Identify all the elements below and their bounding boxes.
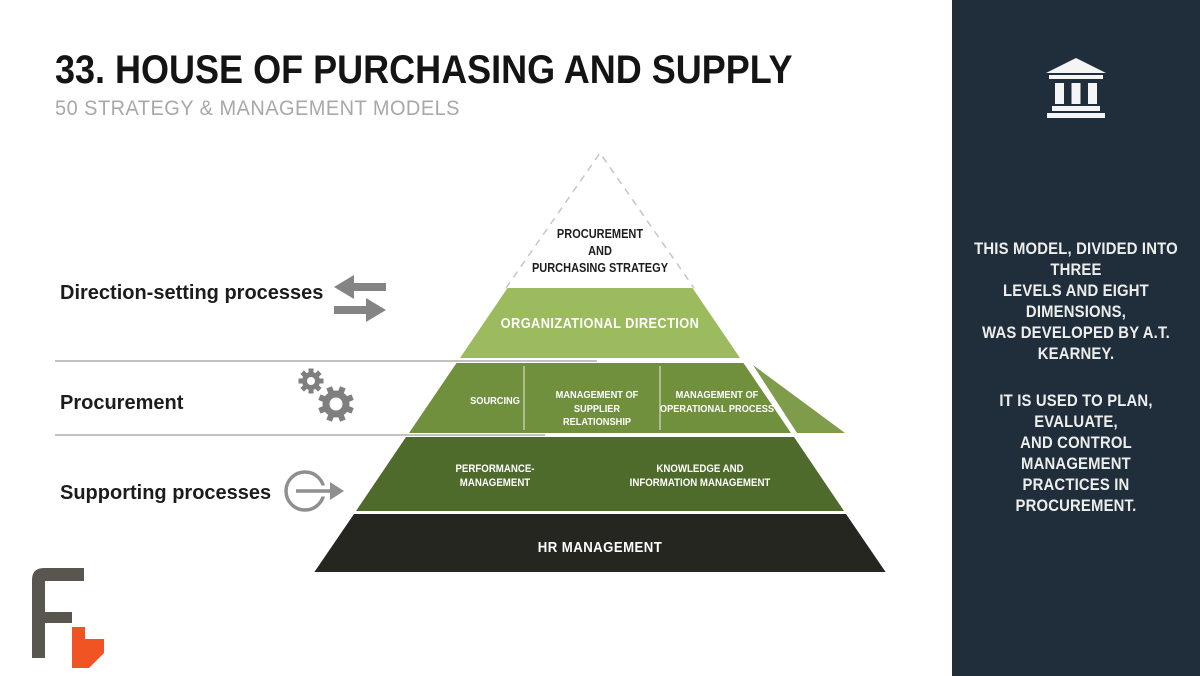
level3-cell-knowledge: KNOWLEDGE AND INFORMATION MANAGEMENT bbox=[629, 463, 771, 490]
level2-cell-supplier: MANAGEMENT OF SUPPLIER RELATIONSHIP bbox=[555, 389, 639, 429]
page-title: 33. HOUSE OF PURCHASING AND SUPPLY bbox=[55, 48, 793, 92]
swap-arrows-icon bbox=[334, 275, 386, 322]
pyramid-level-1 bbox=[460, 288, 740, 358]
label-direction-setting: Direction-setting processes bbox=[60, 282, 324, 304]
level2-cell-sourcing: SOURCING bbox=[470, 395, 520, 407]
sidebar: THIS MODEL, DIVIDED INTO THREE LEVELS AN… bbox=[952, 0, 1200, 676]
pyramid-diagram bbox=[32, 151, 886, 668]
level1-label: ORGANIZATIONAL DIRECTION bbox=[500, 316, 700, 332]
arrow-out-icon bbox=[284, 470, 344, 512]
sidebar-paragraph-1: THIS MODEL, DIVIDED INTO THREE LEVELS AN… bbox=[974, 239, 1178, 364]
label-procurement: Procurement bbox=[60, 392, 184, 414]
gears-icon bbox=[298, 368, 354, 422]
level4-label: HR MANAGEMENT bbox=[537, 539, 663, 556]
pyramid-level-2-wedge bbox=[753, 365, 845, 433]
level2-cell-operational: MANAGEMENT OF OPERATIONAL PROCESS bbox=[659, 389, 775, 415]
label-supporting: Supporting processes bbox=[60, 482, 272, 504]
pyramid-level-2 bbox=[409, 363, 791, 433]
pyramid-level-4 bbox=[314, 514, 886, 572]
level3-cell-performance: PERFORMANCE- MANAGEMENT bbox=[455, 463, 535, 490]
fr-logo bbox=[32, 568, 104, 668]
pyramid-apex-outline bbox=[505, 151, 695, 289]
page-subtitle: 50 STRATEGY & MANAGEMENT MODELS bbox=[55, 97, 460, 120]
apex-label: PROCUREMENT AND PURCHASING STRATEGY bbox=[531, 227, 669, 275]
bank-icon bbox=[1044, 56, 1108, 120]
sidebar-paragraph-2: IT IS USED TO PLAN, EVALUATE, AND CONTRO… bbox=[999, 391, 1153, 516]
pyramid-level-3 bbox=[356, 437, 844, 511]
